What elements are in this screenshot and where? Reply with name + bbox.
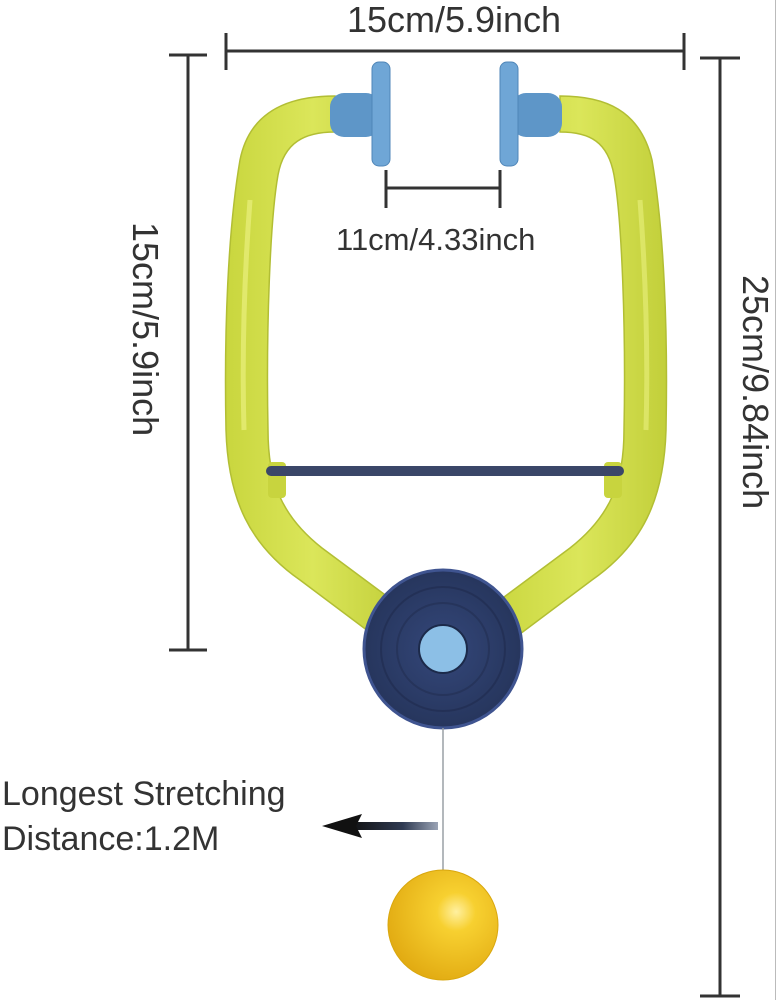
grip-pads [330,61,562,167]
ball [387,869,499,981]
dimension-lines [169,33,740,998]
grip-frame [224,95,668,642]
stretch-note-line1: Longest Stretching [2,775,286,813]
overall-width-label: 15cm/5.9inch [346,0,562,40]
frame-height-label: 15cm/5.9inch [125,222,166,437]
reel-hub [362,568,524,730]
left-arrow-icon [322,814,438,838]
stretch-note-line2: Distance:1.2M [2,820,220,858]
stretch-distance-note: Longest Stretching Distance:1.2M [2,772,286,862]
crossbar [266,466,624,476]
grip-gap-label: 11cm/4.33inch [336,222,536,257]
total-height-label: 25cm/9.84inch [735,275,776,510]
